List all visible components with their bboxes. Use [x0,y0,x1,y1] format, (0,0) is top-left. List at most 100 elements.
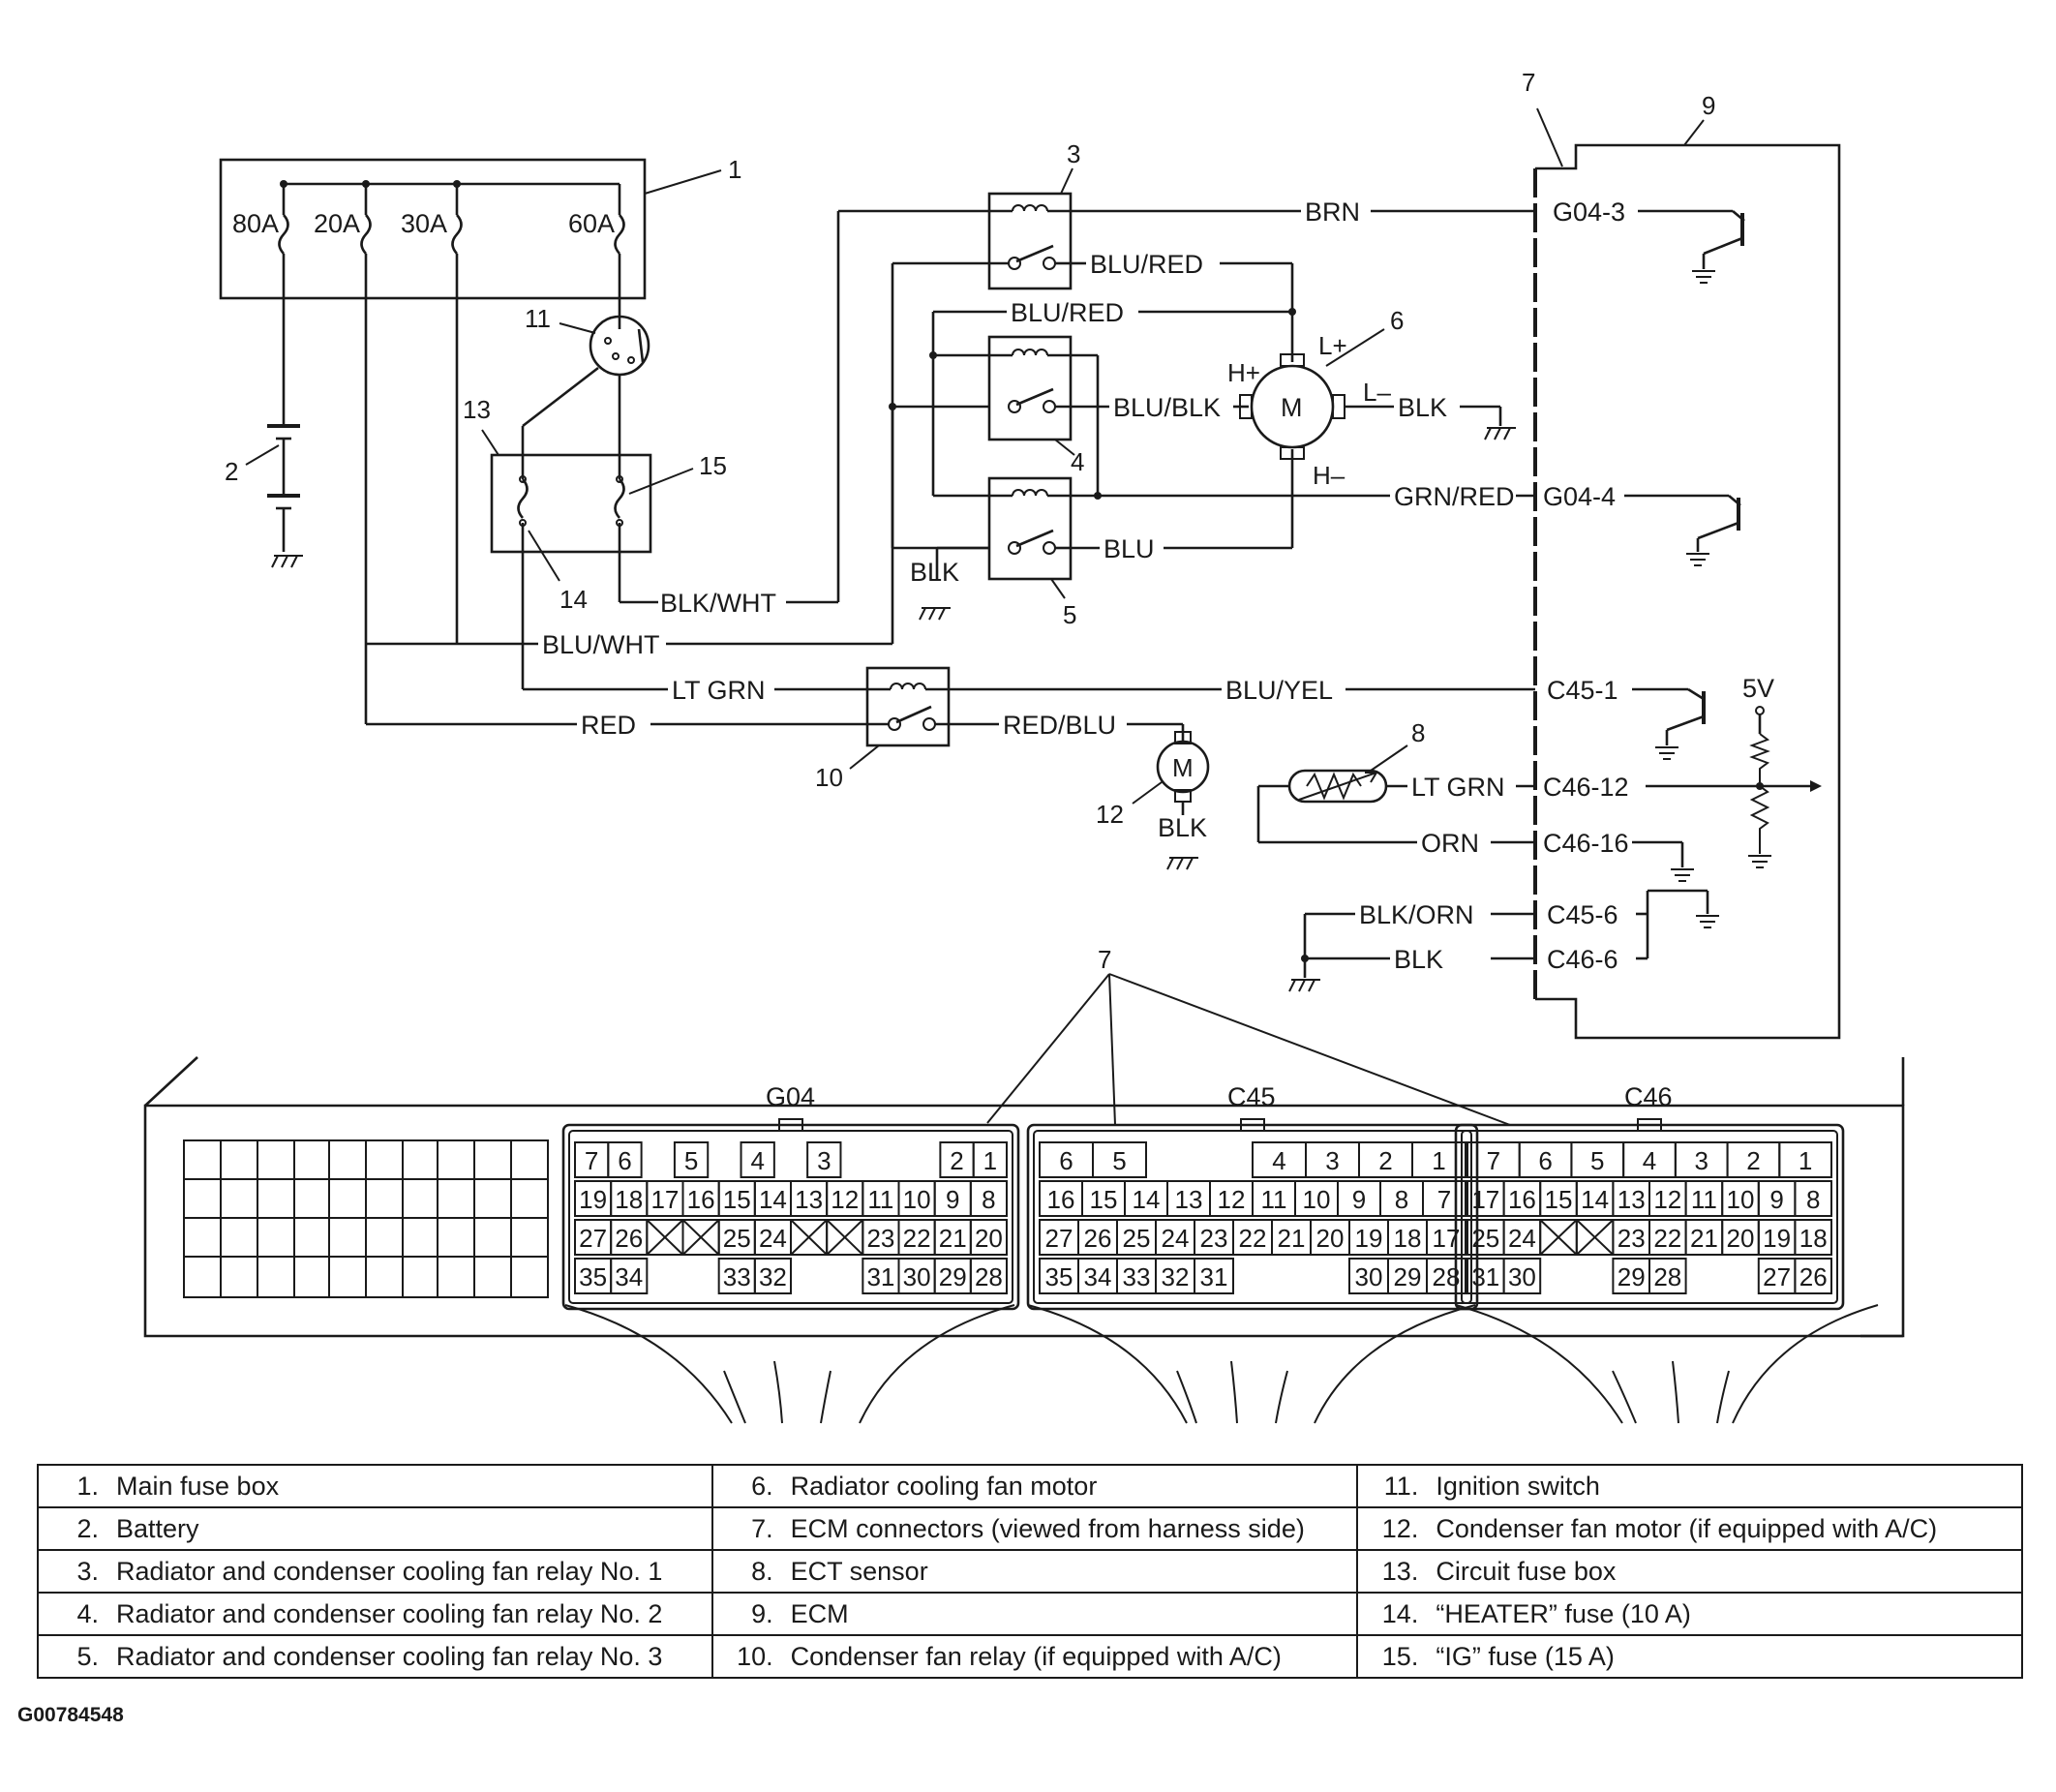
pin-number: 20 [975,1224,1003,1253]
legend-item: 14.“HEATER” fuse (10 A) [1356,1592,2023,1636]
callout-9: 9 [1702,91,1715,120]
pin-number: 25 [1471,1224,1499,1253]
legend-item: 4.Radiator and condenser cooling fan rel… [37,1592,713,1636]
wire-label-blk-wht: BLK/WHT [660,589,776,618]
pin-number: 12 [1653,1185,1681,1214]
pin-number: 24 [1508,1224,1536,1253]
pin-number: 4 [1272,1146,1285,1175]
terminal-h-plus: H+ [1227,358,1260,387]
pin-number: 21 [939,1224,967,1253]
fan-relay-1 [987,192,1073,290]
callout-7-connectors: 7 [1098,945,1111,974]
battery [267,424,304,568]
condenser-fan-motor: M [1156,731,1210,803]
pin-c46-16: C46-16 [1543,829,1629,858]
pin-number: 3 [817,1146,831,1175]
pin-number: 1 [1432,1146,1445,1175]
legend-number: 9. [751,1598,773,1628]
pin-c45-1: C45-1 [1547,676,1618,705]
legend-item: 3.Radiator and condenser cooling fan rel… [37,1549,713,1594]
connector-cell [1092,1141,1147,1178]
pin-number: 24 [1162,1224,1190,1253]
pin-number: 18 [1799,1224,1828,1253]
pin-g04-3: G04-3 [1553,197,1625,227]
legend-item: 11.Ignition switch [1356,1464,2023,1508]
connector-cell [1426,1219,1466,1256]
pin-number: 2 [950,1146,963,1175]
connector-cell [1422,1180,1466,1217]
connector-cell [1794,1258,1833,1294]
pin-number: 20 [1727,1224,1755,1253]
blank-pin-mark [790,1219,828,1256]
connector-cell [753,1258,792,1294]
callout-15: 15 [699,451,727,480]
connector-cell [806,1141,842,1178]
wire-label-blk-orn: BLK/ORN [1359,900,1474,929]
legend-number: 13. [1381,1556,1419,1586]
blank-connector-grid [183,1139,549,1298]
pin-number: 31 [1200,1262,1228,1291]
pin-number: 23 [866,1224,894,1253]
pin-number: 1 [1799,1146,1812,1175]
pin-number: 9 [1769,1185,1783,1214]
pin-number: 9 [1352,1185,1366,1214]
pin-number: 34 [615,1262,643,1291]
wire-label-blk-cond: BLK [1158,813,1207,842]
pin-number: 14 [1133,1185,1161,1214]
motor-glyph: M [1172,753,1194,782]
pin-number: 12 [1218,1185,1246,1214]
ignition-switch [589,315,650,377]
wire-label-grn-red: GRN/RED [1394,482,1515,511]
pin-number: 35 [579,1262,607,1291]
pin-number: 31 [1471,1262,1499,1291]
pin-number: 11 [1691,1185,1717,1214]
pin-number: 34 [1084,1262,1112,1291]
pin-number: 16 [1047,1185,1075,1214]
pin-g04-4: G04-4 [1543,482,1616,511]
pin-c45-6: C45-6 [1547,900,1618,929]
pin-number: 26 [1084,1224,1112,1253]
pin-number: 4 [750,1146,764,1175]
pin-number: 35 [1045,1262,1073,1291]
pin-number: 10 [1303,1185,1331,1214]
pin-number: 18 [615,1185,643,1214]
terminal-l-minus: L– [1363,378,1391,407]
wire-label-blk-relay: BLK [910,558,959,587]
wire-label-red-blu: RED/BLU [1003,711,1116,740]
pin-number: 16 [687,1185,715,1214]
pin-number: 23 [1200,1224,1228,1253]
pin-number: 2 [1378,1146,1392,1175]
wire-label-blu-red-2: BLU/RED [1011,298,1124,327]
connector-key [1637,1118,1662,1132]
legend-item: 5.Radiator and condenser cooling fan rel… [37,1634,713,1679]
pin-number: 6 [618,1146,631,1175]
pin-number: 21 [1690,1224,1718,1253]
connector-cell [1194,1258,1234,1294]
pin-number: 33 [723,1262,751,1291]
pin-number: 33 [1123,1262,1151,1291]
pin-number: 14 [1581,1185,1609,1214]
pin-number: 15 [1545,1185,1573,1214]
wire-label-blu: BLU [1104,534,1155,563]
pin-number: 1 [983,1146,997,1175]
legend-number: 1. [76,1471,99,1501]
radiator-fan-motor: M [1239,353,1345,460]
legend-number: 6. [751,1471,773,1501]
legend-text: ECM [790,1598,849,1628]
callout-5: 5 [1063,600,1076,629]
connector-key [778,1118,803,1132]
pin-number: 19 [1763,1224,1791,1253]
connector-cell [673,1141,710,1178]
pin-number: 12 [831,1185,859,1214]
legend-text: ECT sensor [790,1556,928,1586]
pin-number: 8 [982,1185,995,1214]
callout-13: 13 [463,395,491,424]
legend-text: Condenser fan motor (if equipped with A/… [1436,1513,1938,1543]
ect-sensor [1287,769,1388,804]
pin-number: 22 [903,1224,931,1253]
pin-number: 8 [1395,1185,1408,1214]
legend-number: 2. [76,1513,99,1543]
pin-number: 7 [1437,1185,1451,1214]
legend-text: Radiator and condenser cooling fan relay… [116,1598,663,1628]
callout-2: 2 [225,457,238,486]
